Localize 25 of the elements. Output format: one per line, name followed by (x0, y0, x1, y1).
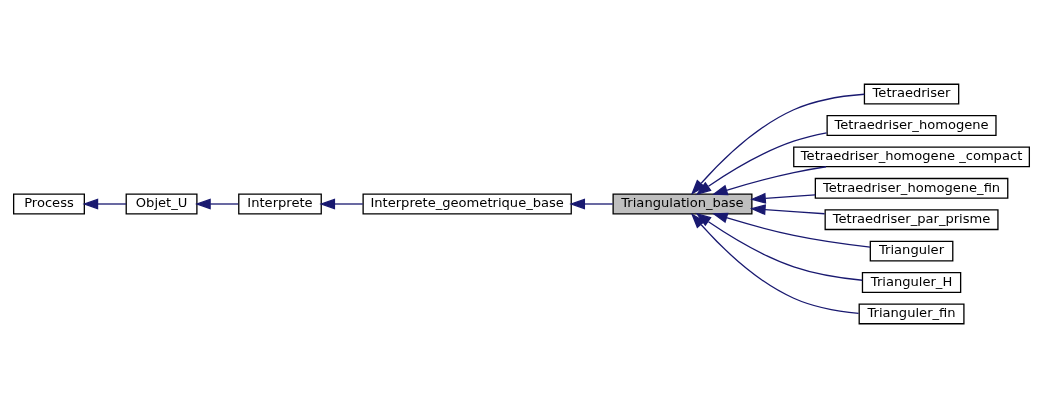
node-box: Tetraedriser_homogene _compact (793, 146, 1030, 168)
node-box: Tetraedriser (863, 83, 960, 105)
arrow (695, 132, 828, 196)
arrow (711, 212, 871, 248)
arrow (711, 166, 827, 196)
arrow (82, 198, 127, 210)
node-box: Tetraedriser_par_prisme (824, 209, 999, 231)
node-box: Triangulation_base (612, 193, 753, 215)
node-box: Trianguler (869, 240, 954, 262)
node-box: Trianguler_H (861, 272, 962, 293)
node-box: Objet_U (125, 193, 198, 215)
node-box: Interprete (238, 193, 322, 215)
node-box: Tetraedriser_homogene_fin (814, 177, 1009, 199)
arrow (569, 198, 614, 210)
arrow (749, 204, 826, 216)
node-box: Trianguler_fin (858, 303, 965, 325)
arrow (695, 212, 863, 281)
arrow (750, 192, 816, 204)
node-box: Tetraedriser_homogene (826, 115, 997, 136)
arrow (690, 93, 865, 196)
arrow (690, 212, 860, 314)
arrow (195, 198, 239, 210)
arrow (319, 198, 364, 210)
node-box: Interprete_geometrique_base (362, 193, 572, 215)
node-box: Process (13, 193, 85, 215)
